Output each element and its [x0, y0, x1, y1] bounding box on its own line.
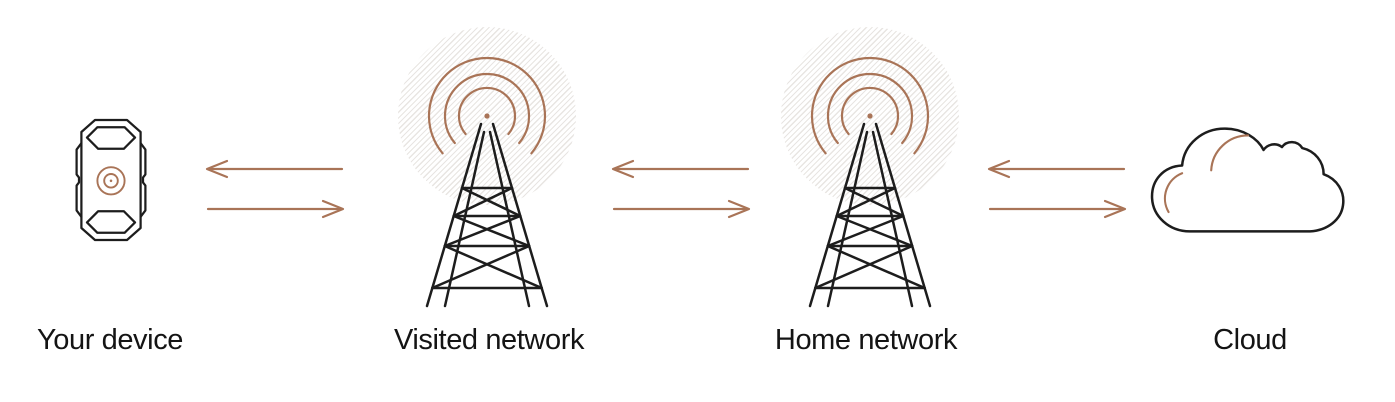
radio-tower-icon: [808, 56, 932, 308]
link-device-visited: [204, 159, 346, 219]
arrow-right-icon: [206, 199, 345, 219]
arrow-right-icon: [612, 199, 751, 219]
visited-network-node: [357, 22, 617, 322]
cloud-accent-arcs: [1163, 134, 1250, 214]
arrow-left-icon: [205, 159, 344, 179]
device-left-rail: [75, 142, 83, 218]
arrow-right-icon: [988, 199, 1127, 219]
cloud-node: [1147, 118, 1351, 244]
device-body-outline: [80, 118, 142, 242]
link-visited-home: [610, 159, 752, 219]
cloud-outline: [1150, 127, 1345, 233]
arrow-left-icon: [987, 159, 1126, 179]
tracker-device-icon: [75, 118, 147, 242]
device-right-rail: [139, 142, 147, 218]
tower-structure: [425, 122, 549, 308]
home-network-label: Home network: [774, 324, 958, 356]
cloud-label: Cloud: [1213, 324, 1287, 356]
cloud-icon: [1150, 127, 1345, 233]
visited-network-label: Visited network: [393, 324, 585, 356]
device-signal-rings: [96, 166, 126, 196]
device-node-label: Your device: [36, 324, 184, 356]
device-bottom-panel: [85, 210, 137, 234]
radio-tower-icon: [425, 56, 549, 308]
device-node: [71, 116, 151, 244]
device-top-panel: [85, 126, 137, 150]
signal-waves-icon: [810, 56, 930, 155]
signal-waves-icon: [427, 56, 547, 155]
tower-structure: [808, 122, 932, 308]
home-network-node: [740, 22, 1000, 322]
arrow-left-icon: [611, 159, 750, 179]
link-home-cloud: [986, 159, 1128, 219]
